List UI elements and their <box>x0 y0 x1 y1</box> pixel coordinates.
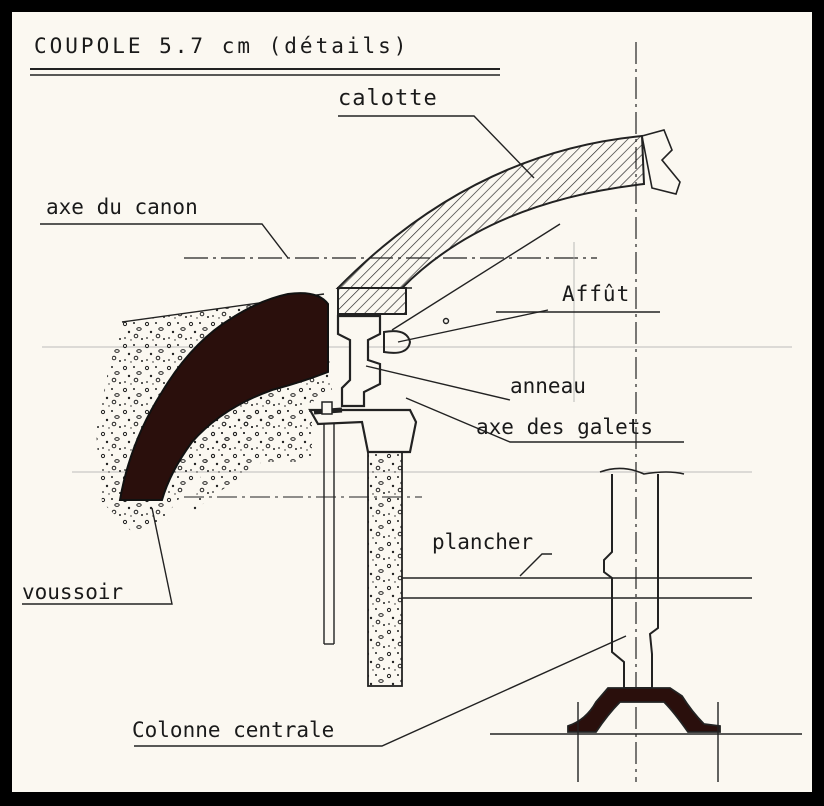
leader-lines <box>22 115 684 747</box>
affut-mount <box>383 223 561 354</box>
label-axe-des-galets: axe des galets <box>476 415 654 439</box>
label-anneau: anneau <box>510 374 586 398</box>
drawing-sheet: COUPOLE 5.7 cm (détails) calotte axe du … <box>12 12 812 792</box>
label-voussoir: voussoir <box>22 580 124 604</box>
label-calotte: calotte <box>338 86 438 111</box>
label-axe-du-canon: axe du canon <box>46 195 198 219</box>
label-plancher: plancher <box>432 530 534 554</box>
calotte-dome <box>335 129 681 315</box>
drawing-title: COUPOLE 5.7 cm (détails) <box>34 34 410 58</box>
anneau-ring <box>336 314 382 408</box>
cupola-section-drawing <box>22 42 802 782</box>
label-colonne-centrale: Colonne centrale <box>132 718 335 742</box>
label-affut: Affût <box>562 282 631 306</box>
central-column <box>490 467 802 782</box>
support-pillar <box>308 401 418 687</box>
title-underline <box>30 68 500 76</box>
voussoir-block <box>118 292 329 501</box>
plancher-floor <box>402 577 752 599</box>
